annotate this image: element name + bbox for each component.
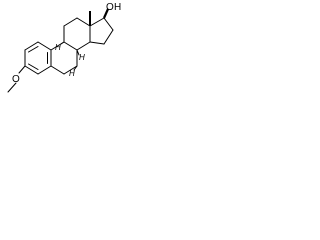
hydroxyl-hydrogen-label: H: [114, 2, 121, 13]
estradiol-3-methyl-ether-structure: O H O H H H: [7, 2, 121, 93]
hydroxyl-oxygen-label: O: [106, 2, 114, 13]
ring-a-bonds: [24, 41, 52, 75]
c13-methyl-wedge: [89, 11, 91, 26]
stereo-h-bonds: [60, 41, 80, 71]
stereo-h-9-label: H: [79, 53, 85, 62]
ring-d-bonds: [89, 17, 114, 45]
ring-c-bonds: [63, 17, 91, 51]
methoxy-bonds: [7, 65, 26, 93]
c17-hydroxyl-wedge: [103, 8, 109, 19]
methoxy-oxygen-label: O: [12, 74, 20, 85]
stereo-h-14-label: H: [69, 69, 75, 78]
stereo-h-8-label: H: [55, 43, 61, 52]
